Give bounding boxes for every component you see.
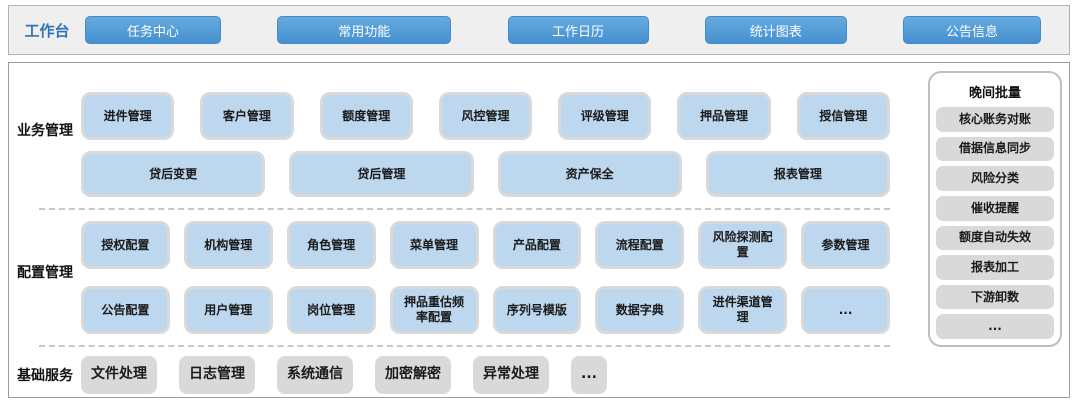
dashed-divider xyxy=(39,345,890,347)
workbench-label: 工作台 xyxy=(24,21,70,40)
module-box: 授信管理 xyxy=(796,92,890,140)
workbench-button[interactable]: 任务中心 xyxy=(85,16,221,44)
module-box: 菜单管理 xyxy=(389,221,479,269)
batch-job-box: 催收提醒 xyxy=(936,195,1054,221)
module-box: 报表管理 xyxy=(705,151,890,197)
module-box: 资产保全 xyxy=(497,151,682,197)
service-box: 加密解密 xyxy=(375,356,451,394)
section-business-label: 业务管理 xyxy=(17,123,73,139)
module-box: 角色管理 xyxy=(286,221,376,269)
module-box: 贷后变更 xyxy=(81,151,266,197)
batch-job-box: ... xyxy=(936,314,1054,339)
batch-job-box: 风险分类 xyxy=(936,166,1054,191)
workbench-button[interactable]: 常用功能 xyxy=(277,16,452,44)
module-box: 风控管理 xyxy=(438,92,533,140)
module-box: 流程配置 xyxy=(595,221,685,269)
module-box: 进件管理 xyxy=(81,92,175,140)
module-box: ... xyxy=(801,286,890,334)
module-box: 贷后管理 xyxy=(289,151,474,197)
module-box: 用户管理 xyxy=(183,286,273,334)
module-box: 岗位管理 xyxy=(286,286,376,334)
module-box: 客户管理 xyxy=(200,92,294,140)
section-business: 业务管理 进件管理客户管理额度管理风控管理评级管理押品管理授信管理 贷后变更贷后… xyxy=(9,63,928,197)
main-panel: 业务管理 进件管理客户管理额度管理风控管理评级管理押品管理授信管理 贷后变更贷后… xyxy=(8,62,1070,398)
module-box: 评级管理 xyxy=(558,92,652,140)
dashed-divider xyxy=(39,208,890,210)
night-batch-panel: 晚间批量 核心账务对账借据信息同步风险分类催收提醒额度自动失效报表加工下游卸数.… xyxy=(928,71,1062,347)
module-box: 序列号模版 xyxy=(492,286,582,334)
service-box: 系统通信 xyxy=(277,356,353,394)
module-box: 押品管理 xyxy=(677,92,771,140)
night-batch-title: 晚间批量 xyxy=(968,86,1021,101)
batch-job-box: 下游卸数 xyxy=(936,284,1054,310)
module-box: 参数管理 xyxy=(801,221,890,269)
workbench-bar: 工作台 任务中心 常用功能 工作日历 统计图表 公告信息 xyxy=(8,5,1070,55)
module-box: 授权配置 xyxy=(81,221,170,269)
module-box: 数据字典 xyxy=(595,286,685,334)
section-foundation: 基础服务 文件处理日志管理系统通信加密解密异常处理... xyxy=(9,356,1069,394)
service-box: ... xyxy=(571,356,607,394)
service-box: 异常处理 xyxy=(473,356,549,394)
section-foundation-label: 基础服务 xyxy=(17,368,73,384)
module-box: 额度管理 xyxy=(319,92,413,140)
batch-job-box: 报表加工 xyxy=(936,255,1054,280)
section-config: 配置管理 授权配置机构管理角色管理菜单管理产品配置流程配置风险探测配置参数管理 … xyxy=(9,210,928,334)
module-box: 进件渠道管理 xyxy=(698,286,788,334)
night-batch-items: 核心账务对账借据信息同步风险分类催收提醒额度自动失效报表加工下游卸数... xyxy=(936,107,1054,339)
module-box: 公告配置 xyxy=(81,286,170,334)
batch-job-box: 核心账务对账 xyxy=(936,107,1054,132)
foundation-row: 文件处理日志管理系统通信加密解密异常处理... xyxy=(81,356,1057,394)
config-row-2: 公告配置用户管理岗位管理押品重估频率配置序列号模版数据字典进件渠道管理... xyxy=(81,286,890,334)
business-row-1: 进件管理客户管理额度管理风控管理评级管理押品管理授信管理 xyxy=(81,92,890,140)
module-box: 押品重估频率配置 xyxy=(389,286,479,334)
module-box: 风险探测配置 xyxy=(698,221,788,269)
workbench-button[interactable]: 统计图表 xyxy=(704,16,847,44)
business-row-2: 贷后变更贷后管理资产保全报表管理 xyxy=(81,151,890,197)
batch-job-box: 额度自动失效 xyxy=(936,225,1054,251)
workbench-button[interactable]: 公告信息 xyxy=(903,16,1041,44)
service-box: 文件处理 xyxy=(81,356,157,394)
workbench-button[interactable]: 工作日历 xyxy=(507,16,649,44)
section-config-label: 配置管理 xyxy=(17,265,73,281)
module-box: 产品配置 xyxy=(492,221,582,269)
batch-job-box: 借据信息同步 xyxy=(936,136,1054,162)
module-box: 机构管理 xyxy=(183,221,273,269)
service-box: 日志管理 xyxy=(179,356,255,394)
module-area: 业务管理 进件管理客户管理额度管理风控管理评级管理押品管理授信管理 贷后变更贷后… xyxy=(9,63,928,347)
config-row-1: 授权配置机构管理角色管理菜单管理产品配置流程配置风险探测配置参数管理 xyxy=(81,221,890,269)
workbench-buttons: 任务中心 常用功能 工作日历 统计图表 公告信息 xyxy=(85,16,1069,44)
